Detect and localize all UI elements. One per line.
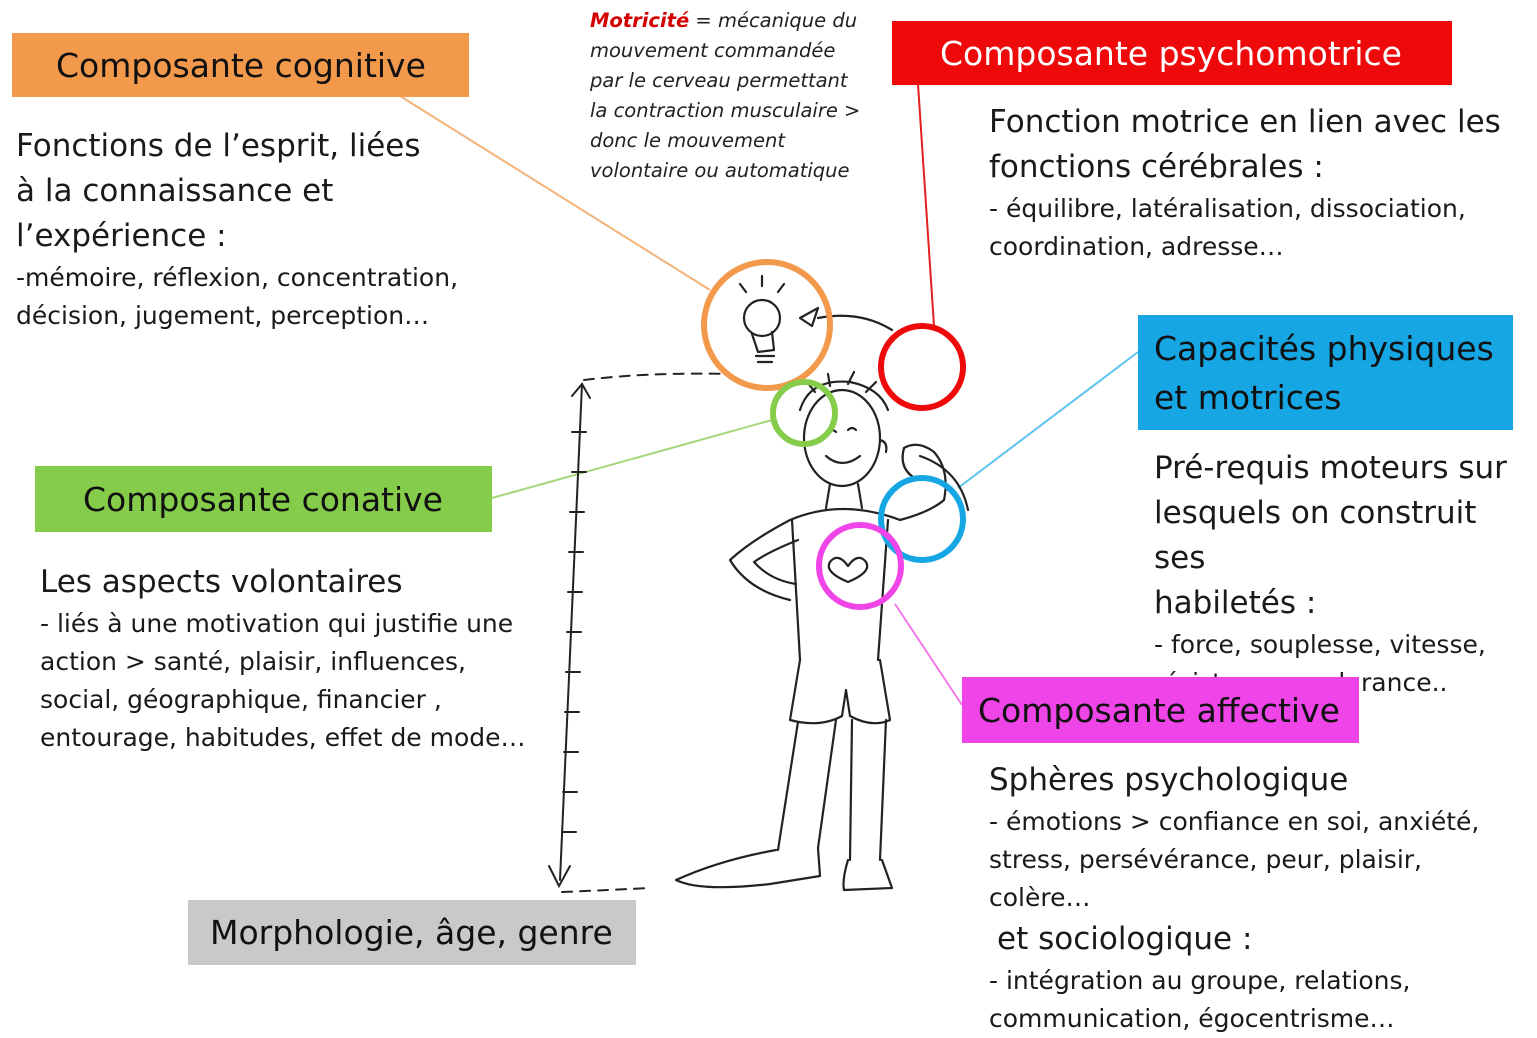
motricite-term: Motricité <box>590 9 690 32</box>
motricite-note: Motricité = mécanique du mouvement comma… <box>590 6 880 186</box>
conative-details: - liés à une motivation qui justifie une… <box>40 609 526 752</box>
psychomotor-heading: Fonction motrice en lien avec les foncti… <box>989 104 1501 185</box>
connector-physical <box>957 351 1139 489</box>
connector-conative <box>491 419 773 499</box>
motricite-definition: = mécanique du mouvement commandée par l… <box>590 9 861 182</box>
physical-text: Pré-requis moteurs sur lesquels on const… <box>1154 446 1534 702</box>
physical-heading: Pré-requis moteurs sur lesquels on const… <box>1154 450 1507 621</box>
affective-text: Sphères psychologique - émotions > confi… <box>989 758 1529 1038</box>
circle-conative <box>770 379 838 447</box>
physical-label: Capacités physiques et motrices <box>1138 315 1513 430</box>
cognitive-text: Fonctions de l’esprit, liées à la connai… <box>16 124 496 335</box>
circle-cognitive <box>701 259 833 391</box>
affective-heading-2: et sociologique : <box>997 921 1253 957</box>
connector-psychomotor <box>917 83 935 327</box>
person-sketch <box>674 274 970 892</box>
cognitive-label: Composante cognitive <box>12 33 469 97</box>
psychomotor-text: Fonction motrice en lien avec les foncti… <box>989 100 1529 266</box>
psychomotor-label: Composante psychomotrice <box>892 21 1452 85</box>
conative-label: Composante conative <box>35 466 492 532</box>
conative-text: Les aspects volontaires - liés à une mot… <box>40 560 560 757</box>
height-ruler-sketch <box>548 372 731 893</box>
circle-psychomotor <box>878 323 966 411</box>
affective-details: - émotions > confiance en soi, anxiété, … <box>989 807 1480 912</box>
connector-affective <box>894 603 963 706</box>
connector-cognitive <box>399 95 711 291</box>
affective-details-2: - intégration au groupe, relations, comm… <box>989 966 1411 1033</box>
cognitive-details: -mémoire, réflexion, concentration, déci… <box>16 263 459 330</box>
psychomotor-details: - équilibre, latéralisation, dissociatio… <box>989 194 1466 261</box>
cognitive-heading: Fonctions de l’esprit, liées à la connai… <box>16 128 421 254</box>
conative-heading: Les aspects volontaires <box>40 564 403 600</box>
affective-heading: Sphères psychologique <box>989 762 1349 798</box>
circle-affective <box>816 522 904 610</box>
circle-physical <box>878 475 966 563</box>
affective-label: Composante affective <box>962 677 1359 743</box>
morphology-label: Morphologie, âge, genre <box>188 900 636 965</box>
